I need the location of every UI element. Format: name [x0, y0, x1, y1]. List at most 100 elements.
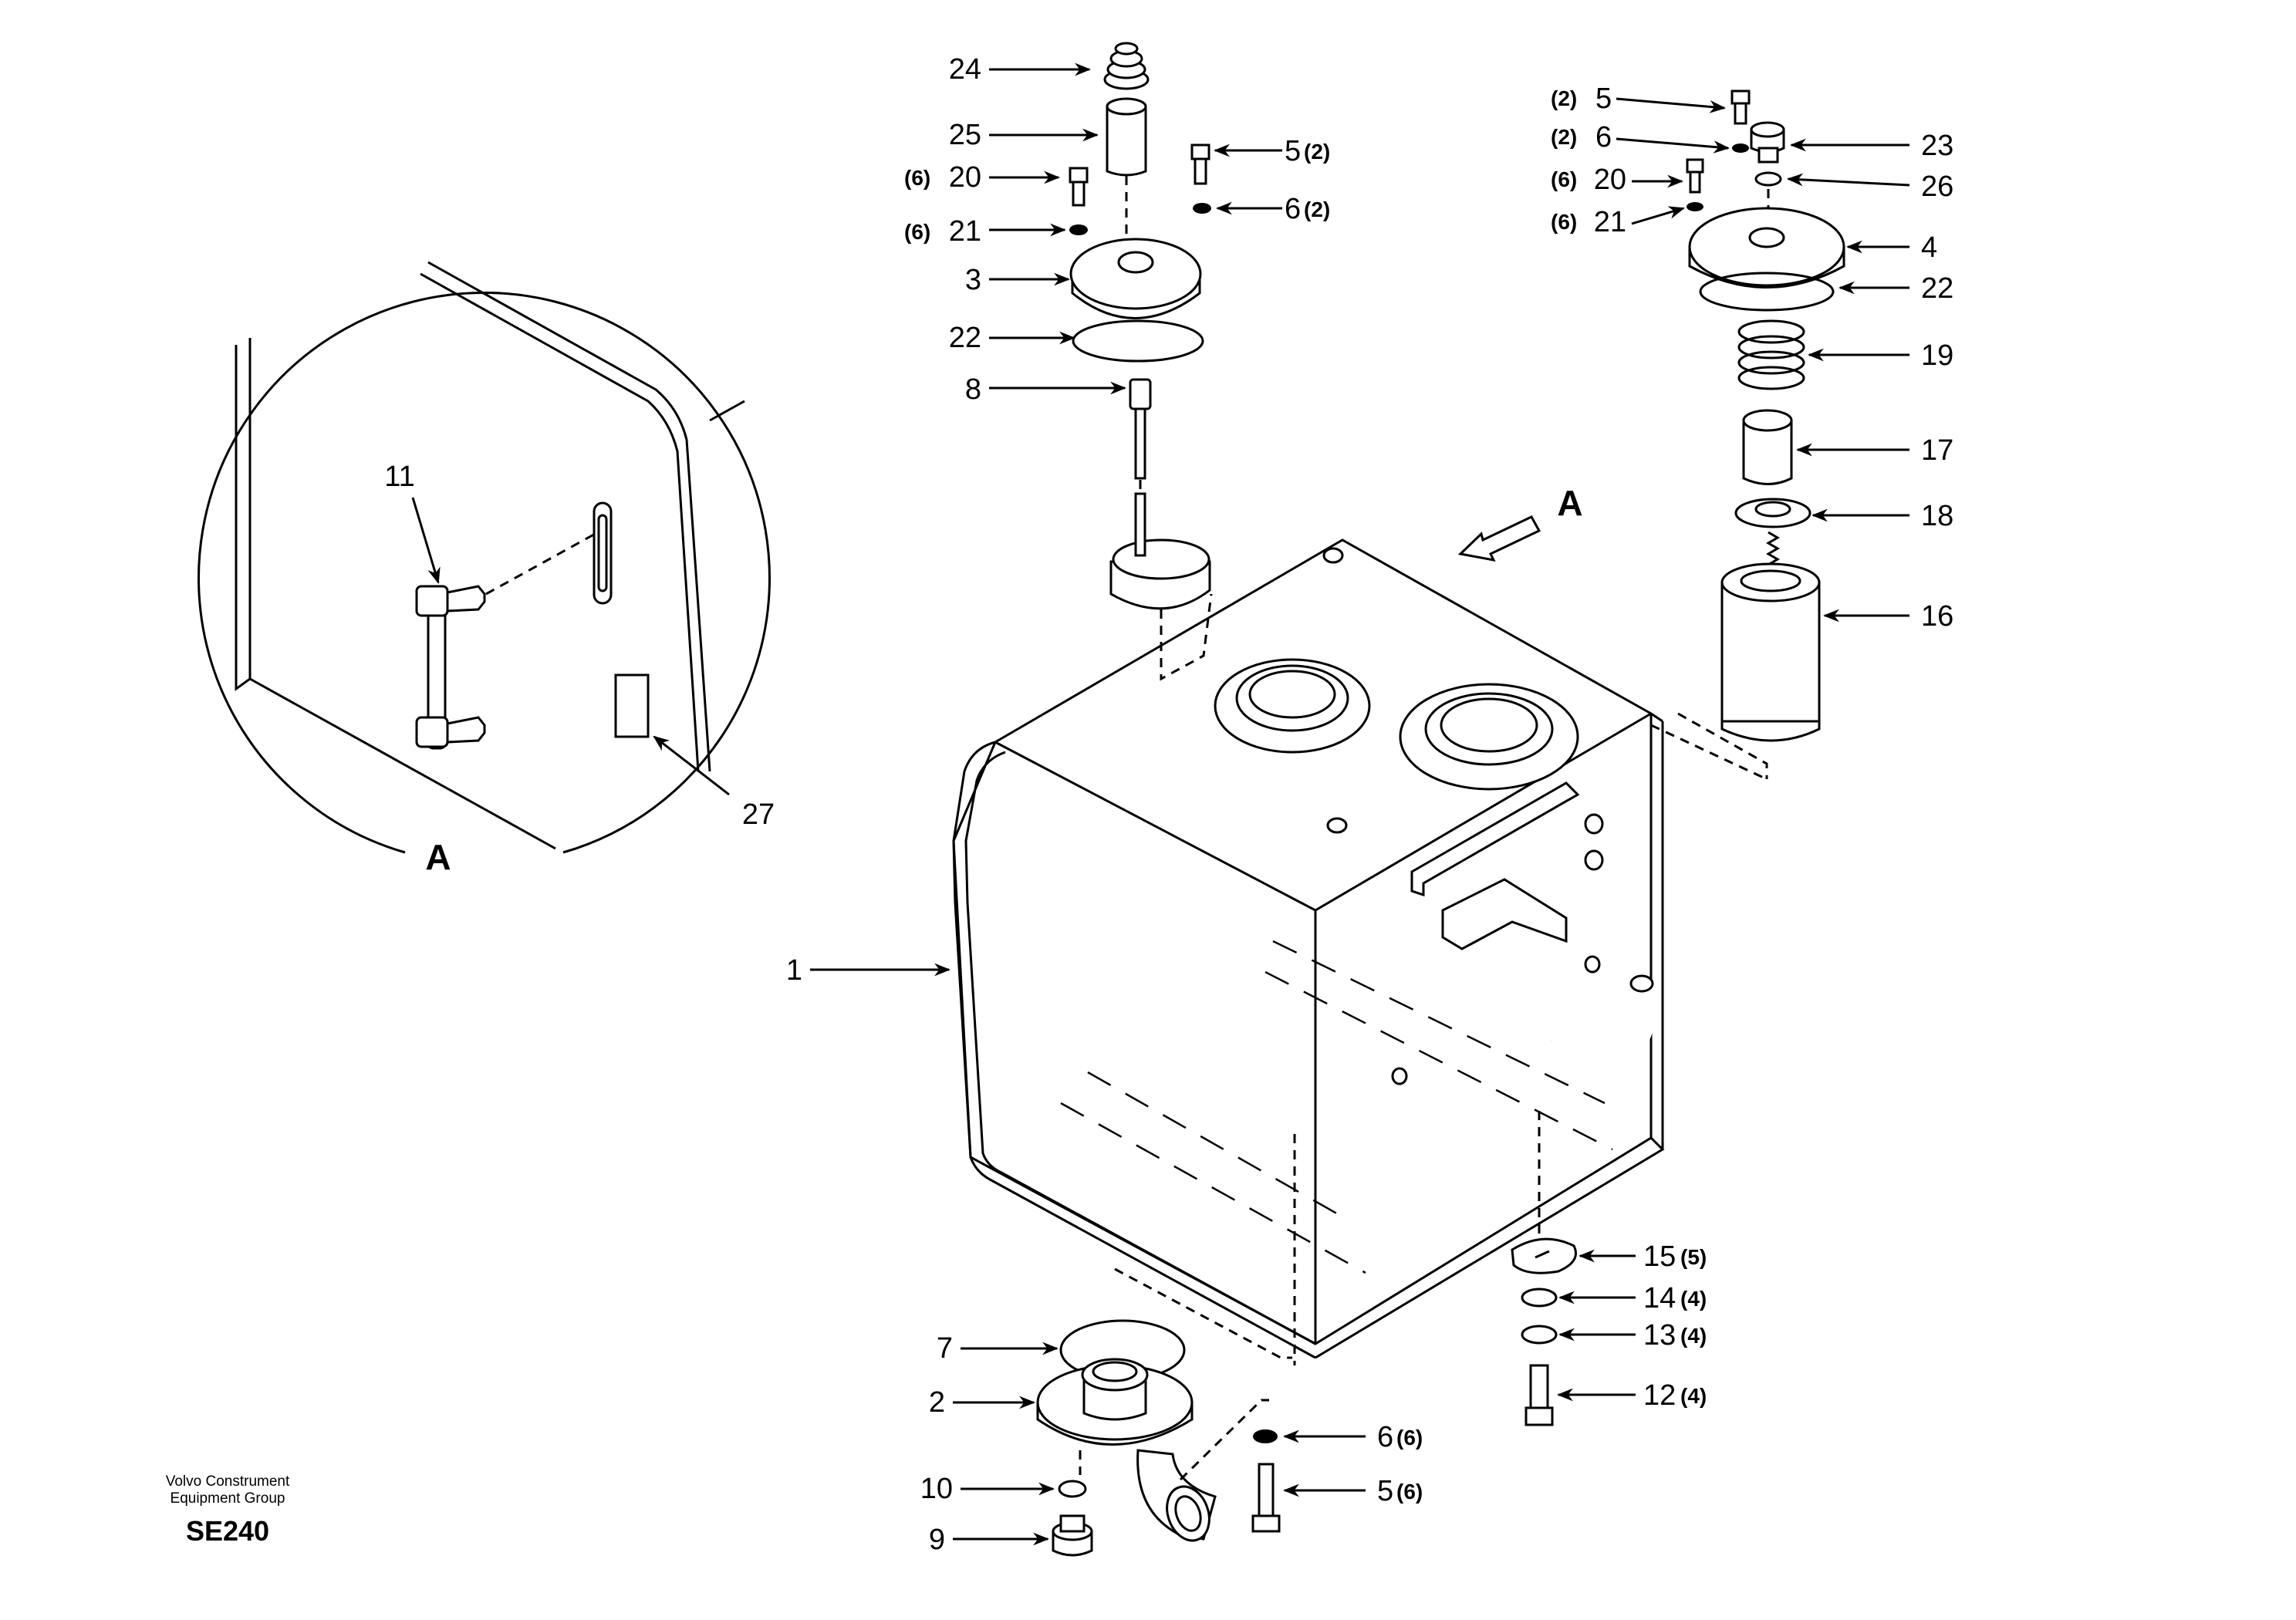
svg-text:(6): (6): [1396, 1426, 1423, 1450]
cover-part: [1069, 238, 1202, 319]
svg-text:10: 10: [920, 1473, 953, 1505]
bolt-20-left: [1069, 167, 1089, 207]
sleeve-part: [1742, 409, 1793, 485]
svg-text:3: 3: [965, 264, 981, 296]
callout-24: 24: [949, 53, 1092, 86]
svg-text:(4): (4): [1680, 1324, 1707, 1348]
bolt-5-right: [1730, 89, 1751, 125]
bolt-12-part: [1524, 1364, 1554, 1426]
svg-text:(2): (2): [1551, 125, 1577, 149]
callout-3: 3: [965, 264, 1071, 296]
callout-6-right: (2) 6: [1551, 121, 1730, 154]
callout-7: 7: [937, 1332, 1059, 1365]
svg-text:25: 25: [949, 119, 981, 151]
plug-part: [1750, 121, 1785, 164]
callout-5-right: (2) 5: [1551, 83, 1727, 115]
callout-25: 25: [949, 119, 1099, 151]
svg-text:26: 26: [1921, 170, 1953, 203]
diagram-code: SE240: [185, 1515, 270, 1547]
org-line-2: Equipment Group: [170, 1490, 285, 1507]
svg-text:5: 5: [1377, 1475, 1393, 1507]
callout-1: 1: [786, 954, 951, 987]
callout-23: 23: [1789, 130, 1953, 162]
svg-text:(6): (6): [1396, 1480, 1423, 1504]
svg-text:11: 11: [384, 461, 414, 493]
svg-text:20: 20: [949, 161, 981, 194]
suction-flange-part: [1036, 1358, 1194, 1446]
callout-18: 18: [1811, 500, 1953, 532]
svg-text:18: 18: [1921, 500, 1953, 532]
svg-text:24: 24: [949, 53, 981, 86]
svg-text:(2): (2): [1304, 140, 1330, 164]
svg-text:(4): (4): [1680, 1287, 1707, 1311]
bolt-5-bottom: [1251, 1429, 1281, 1533]
callout-6-bottom: 6 (6): [1282, 1421, 1423, 1453]
breather-cap-part: [1103, 42, 1150, 90]
callout-21-left: (6) 21: [904, 215, 1067, 248]
callout-19: 19: [1807, 339, 1953, 372]
org-line-1: Volvo Construment: [165, 1473, 290, 1490]
svg-text:20: 20: [1594, 164, 1626, 196]
svg-text:22: 22: [1921, 272, 1953, 305]
svg-text:(6): (6): [904, 166, 930, 190]
callout-5-left: 5 (2): [1213, 135, 1330, 167]
view-arrow-label: A: [1557, 483, 1582, 523]
svg-text:16: 16: [1921, 600, 1953, 633]
callout-11: 11: [384, 461, 441, 585]
spring-part: [1737, 319, 1805, 390]
callout-12: 12 (4): [1556, 1379, 1707, 1412]
svg-text:27: 27: [742, 798, 775, 831]
svg-text:17: 17: [1921, 434, 1953, 467]
svg-text:(6): (6): [904, 220, 930, 244]
svg-text:21: 21: [1594, 206, 1626, 238]
svg-text:5: 5: [1595, 83, 1612, 115]
callout-26: 26: [1786, 170, 1953, 203]
svg-text:1: 1: [786, 954, 802, 987]
drain-plug-part: [1052, 1514, 1093, 1557]
breather-pipe-part: [1106, 97, 1147, 177]
callout-21-right: (6) 21: [1551, 206, 1686, 238]
svg-text:6: 6: [1595, 121, 1612, 154]
top-flange-left: [1214, 658, 1371, 754]
svg-text:(5): (5): [1680, 1245, 1707, 1269]
strainer-part: [1109, 492, 1211, 610]
valve-part: [1734, 498, 1811, 577]
callout-8: 8: [965, 373, 1127, 406]
svg-text:6: 6: [1285, 193, 1301, 225]
callout-20-left: (6) 20: [904, 161, 1061, 194]
callout-13: 13 (4): [1558, 1319, 1707, 1352]
svg-text:(2): (2): [1551, 86, 1577, 110]
callout-16: 16: [1822, 600, 1953, 633]
svg-text:(6): (6): [1551, 167, 1577, 191]
bolt-5-left: [1190, 143, 1210, 185]
svg-text:19: 19: [1921, 339, 1953, 372]
callout-10: 10: [920, 1473, 1055, 1505]
callout-4: 4: [1845, 231, 1937, 264]
svg-text:15: 15: [1643, 1240, 1676, 1273]
svg-text:9: 9: [929, 1524, 945, 1556]
callout-5-bottom: 5 (6): [1282, 1475, 1423, 1507]
callout-20-right: (6) 20: [1551, 164, 1684, 196]
callout-9: 9: [929, 1524, 1050, 1556]
svg-text:21: 21: [949, 215, 981, 248]
svg-text:8: 8: [965, 373, 981, 406]
svg-text:6: 6: [1377, 1421, 1393, 1453]
svg-text:14: 14: [1643, 1282, 1676, 1315]
svg-text:23: 23: [1921, 130, 1953, 162]
callout-2: 2: [929, 1386, 1036, 1419]
callout-17: 17: [1795, 434, 1953, 467]
detail-view-label: A: [425, 837, 451, 877]
top-flange-right: [1399, 683, 1579, 791]
svg-text:(2): (2): [1304, 197, 1330, 221]
svg-text:5: 5: [1285, 135, 1301, 167]
cover-part-right: [1688, 207, 1845, 289]
svg-text:7: 7: [937, 1332, 953, 1365]
level-gauge-part: [415, 531, 599, 750]
view-a-arrow: A: [1457, 483, 1583, 562]
callout-14: 14 (4): [1558, 1282, 1707, 1315]
svg-text:4: 4: [1921, 231, 1937, 264]
svg-text:(6): (6): [1551, 210, 1577, 234]
callout-27: 27: [653, 735, 775, 831]
footer-credit: Volvo Construment Equipment Group SE240: [131, 1473, 324, 1547]
svg-text:2: 2: [929, 1386, 945, 1419]
